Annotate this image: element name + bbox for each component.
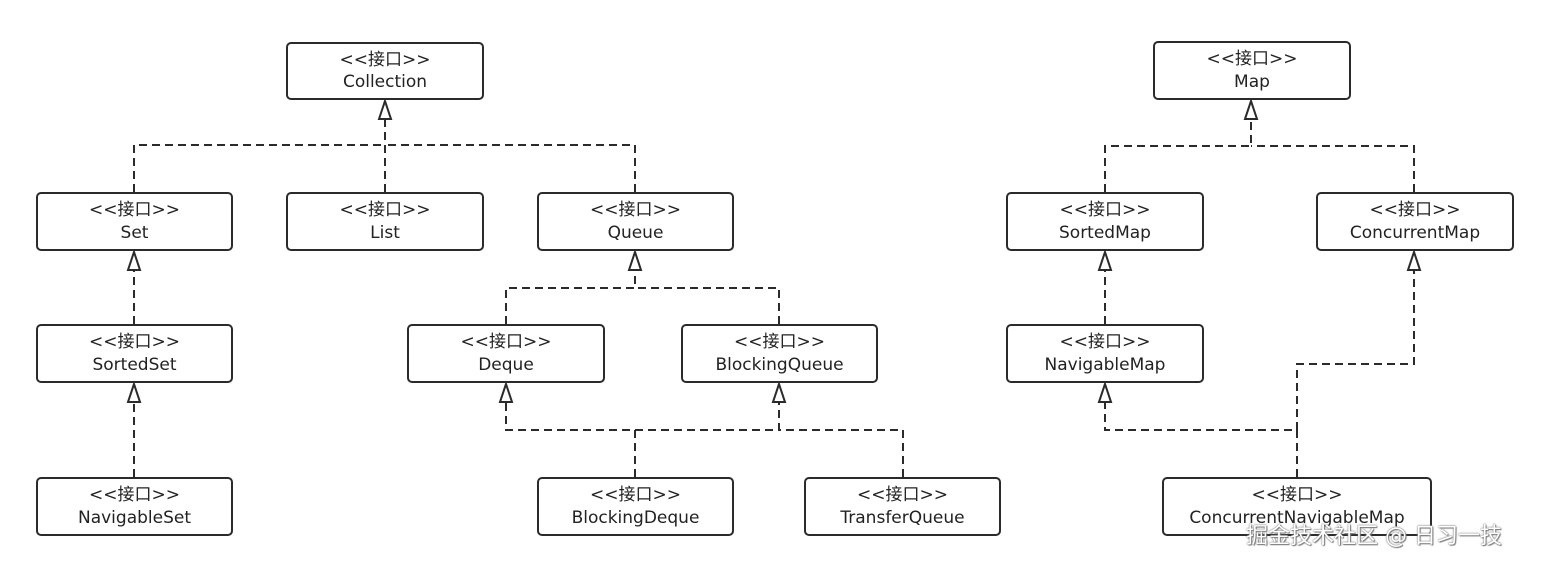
node-sortedmap-stereotype: <<接口>> <box>1059 200 1151 221</box>
edge-blockingqueue-to-queue <box>635 287 780 324</box>
node-sortedmap-name: SortedMap <box>1059 222 1151 243</box>
inheritance-arrowhead-5 <box>498 380 514 403</box>
inheritance-arrowhead-9 <box>1406 248 1422 271</box>
node-navigableset-stereotype: <<接口>> <box>89 485 180 506</box>
node-queue-stereotype: <<接口>> <box>590 200 681 221</box>
node-concurrentmap[interactable]: <<接口>> ConcurrentMap <box>1316 192 1514 251</box>
node-navigableset[interactable]: <<接口>> NavigableSet <box>36 477 233 536</box>
node-navigableset-name: NavigableSet <box>77 507 191 528</box>
edge-blockingdeque-to-blockingqueue <box>635 403 780 431</box>
node-sortedset-name: SortedSet <box>92 354 177 375</box>
node-blockingqueue-stereotype: <<接口>> <box>734 332 825 353</box>
inheritance-arrowhead-6 <box>771 380 787 403</box>
edge-concurrentnavigablemap-to-navigablemap <box>1104 403 1298 477</box>
node-deque-stereotype: <<接口>> <box>460 332 552 353</box>
node-concurrentnavigablemap[interactable]: <<接口>> ConcurrentNavigableMap <box>1162 477 1432 536</box>
inheritance-arrowhead-4 <box>126 380 142 403</box>
node-concurrentmap-name: ConcurrentMap <box>1349 222 1481 243</box>
inheritance-arrowhead-10 <box>1097 380 1113 403</box>
node-transferqueue[interactable]: <<接口>> TransferQueue <box>804 477 1001 536</box>
node-collection[interactable]: <<接口>> Collection <box>286 42 484 100</box>
node-set-name: Set <box>120 222 149 243</box>
node-blockingqueue[interactable]: <<接口>> BlockingQueue <box>681 324 878 383</box>
edge-deque-to-queue <box>505 271 636 324</box>
edge-queue-to-collection <box>385 144 636 192</box>
edge-concurrentmap-to-map <box>1251 145 1415 192</box>
node-queue-name: Queue <box>607 222 664 243</box>
node-list[interactable]: <<接口>> List <box>286 192 484 251</box>
inheritance-arrowhead-7 <box>1243 97 1259 120</box>
node-blockingdeque-name: BlockingDeque <box>571 507 700 528</box>
edge-concurrentnavigablemap-to-concurrentmap <box>1296 271 1415 430</box>
node-map-stereotype: <<接口>> <box>1206 49 1298 70</box>
node-list-name: List <box>370 222 400 243</box>
node-deque-name: Deque <box>478 354 534 375</box>
node-collection-name: Collection <box>342 72 428 92</box>
node-map[interactable]: <<接口>> Map <box>1153 41 1351 100</box>
node-sortedset[interactable]: <<接口>> SortedSet <box>36 324 233 383</box>
node-set-stereotype: <<接口>> <box>89 200 180 221</box>
inheritance-arrowhead-8 <box>1097 248 1113 271</box>
node-queue[interactable]: <<接口>> Queue <box>537 192 734 251</box>
node-blockingdeque-stereotype: <<接口>> <box>590 485 681 506</box>
edge-blockingdeque-to-deque <box>505 403 636 477</box>
node-blockingdeque[interactable]: <<接口>> BlockingDeque <box>537 477 734 536</box>
inheritance-arrowhead-3 <box>627 248 643 271</box>
node-collection-stereotype: <<接口>> <box>339 49 431 70</box>
inheritance-arrowhead-2 <box>126 248 142 271</box>
edge-transferqueue-to-blockingqueue <box>779 429 904 477</box>
node-concurrentnavigablemap-stereotype: <<接口>> <box>1251 485 1343 506</box>
node-sortedset-stereotype: <<接口>> <box>89 332 180 353</box>
edge-set-to-collection <box>133 144 385 192</box>
watermark: 掘金技术社区 @ 日习一技 <box>1246 524 1502 549</box>
edge-sortedmap-to-map <box>1104 119 1252 192</box>
node-concurrentnavigablemap-name: ConcurrentNavigableMap <box>1189 507 1405 528</box>
inheritance-arrowhead-1 <box>377 97 393 120</box>
node-transferqueue-stereotype: <<接口>> <box>857 485 948 506</box>
node-blockingqueue-name: BlockingQueue <box>715 354 844 375</box>
node-deque[interactable]: <<接口>> Deque <box>407 324 605 383</box>
node-list-stereotype: <<接口>> <box>339 200 431 221</box>
node-navigablemap[interactable]: <<接口>> NavigableMap <box>1006 324 1204 383</box>
node-transferqueue-name: TransferQueue <box>840 507 965 528</box>
node-set[interactable]: <<接口>> Set <box>36 192 233 251</box>
node-map-name: Map <box>1234 71 1270 92</box>
node-sortedmap[interactable]: <<接口>> SortedMap <box>1006 192 1204 251</box>
node-navigablemap-name: NavigableMap <box>1044 354 1166 375</box>
node-navigablemap-stereotype: <<接口>> <box>1059 332 1151 353</box>
node-concurrentmap-stereotype: <<接口>> <box>1369 200 1461 221</box>
